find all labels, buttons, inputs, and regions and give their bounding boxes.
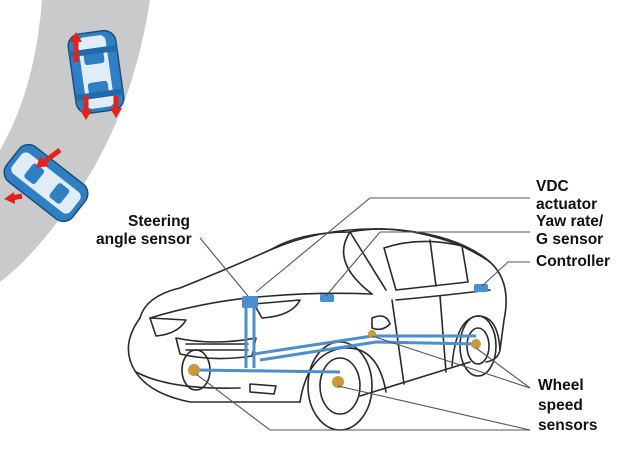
bottom-car-arrows: [4, 148, 62, 204]
steering-label-line1: Steering: [128, 213, 191, 230]
controller-icon: [474, 284, 488, 292]
top-car-arrows: [70, 32, 122, 120]
yaw-label-line1: Yaw rate/: [536, 213, 604, 230]
bottom-car-icon: [3, 143, 89, 223]
controller-label-line1: Controller: [536, 253, 611, 270]
wheel-sensor-rear-icon: [471, 339, 481, 349]
wheel-speed-sensors-label: Wheel speed sensors: [538, 376, 597, 436]
steering-angle-sensor-label: Steering angle sensor: [96, 213, 192, 249]
vdc-label-line2: actuator: [536, 196, 598, 213]
leader-lines: [195, 197, 531, 431]
steering-angle-sensor-icon: [242, 296, 258, 308]
wheel-label-line2: speed: [538, 397, 583, 414]
vdc-actuator-label: VDC actuator: [536, 178, 597, 214]
sensor-components: [188, 284, 488, 388]
controller-label: Controller: [536, 253, 610, 271]
yaw-rate-sensor-icon: [320, 294, 334, 302]
yaw-label-line2: G sensor: [536, 231, 604, 248]
sedan-illustration: [127, 228, 507, 431]
sensor-harness: [195, 304, 479, 374]
yaw-rate-sensor-label: Yaw rate/ G sensor: [536, 213, 603, 249]
road-inner-edge: [0, 0, 42, 150]
wheel-label-line3: sensors: [538, 417, 598, 434]
wheel-sensor-front-left-icon: [188, 364, 200, 376]
steering-label-line2: angle sensor: [96, 231, 192, 248]
wheel-label-line1: Wheel: [538, 377, 584, 394]
wheel-sensor-rear-near-icon: [368, 330, 376, 338]
wheel-sensor-front-right-icon: [332, 376, 344, 388]
vdc-label-line1: VDC: [536, 178, 569, 195]
